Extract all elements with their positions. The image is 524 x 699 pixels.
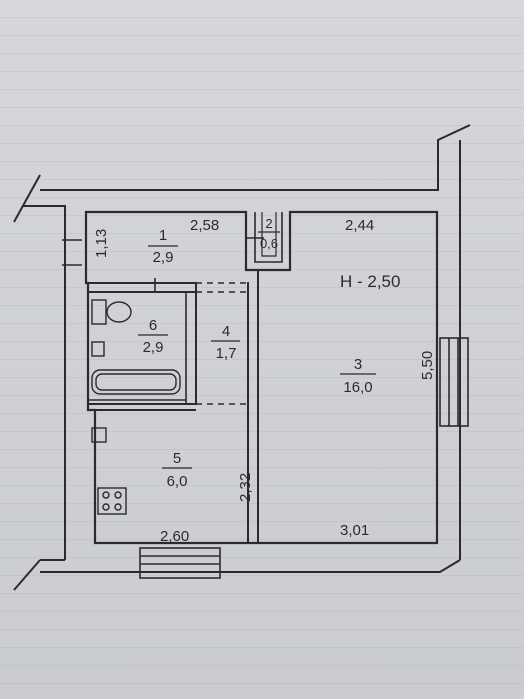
fraction-lines [138,231,376,469]
dimension-kitchen-side: 2,32 [237,473,254,502]
room-6-area: 2,9 [143,339,164,356]
dimension-room3-side: 5,50 [419,351,436,380]
toilet-bowl [106,301,132,323]
dimension-room3-bottom: 3,01 [340,522,369,539]
room-2-number: 2 [265,216,272,231]
room-3-number: 3 [354,356,362,373]
stove-icon [97,487,127,515]
bathtub-outer [91,369,181,395]
bathroom-walls [87,292,197,405]
stair-steps [140,555,220,573]
sink-basin [91,427,107,443]
stair-block [439,337,469,427]
sink-basin [91,341,105,357]
walls [13,124,471,591]
wall-edge [40,124,471,191]
dimension-kitchen-bottom: 2,60 [160,528,189,545]
room-1-number: 1 [159,227,167,244]
closet-walls [254,212,283,263]
dimension-corridor-height: 1,13 [93,229,110,258]
entrance-stairs [139,547,221,579]
stove-body [97,487,127,515]
ceiling-height-label: H - 2,50 [340,272,400,291]
stove-burner [114,491,122,499]
side-stairs [439,337,469,427]
stove-burner [102,503,110,511]
stair-block [139,547,221,579]
bathtub-inner [95,373,177,391]
openings [196,282,248,405]
dimension-corridor-length: 2,58 [190,217,219,234]
bathtub-icon [91,369,181,395]
stove-burner [102,491,110,499]
dimension-room3-top: 2,44 [345,217,374,234]
wall-edge [22,205,66,560]
room-1-area: 2,9 [153,249,174,266]
room-4-area: 1,7 [216,345,237,362]
toilet-tank [91,299,107,325]
wall-edge [13,559,41,591]
closet-walls [261,212,277,257]
stove-burner [114,503,122,511]
wall-edge [246,269,259,292]
sink-icon [91,341,105,357]
kitchen-sink-icon [91,427,107,443]
wall-edge [40,559,461,573]
room-6-number: 6 [149,317,157,334]
stair-steps [448,338,459,426]
wall-edge [86,282,197,292]
room-2-area: 0,6 [260,236,278,251]
room-4-number: 4 [222,323,230,340]
wall-edge [13,174,41,223]
toilet-icon [91,299,132,325]
room-5-area: 6,0 [167,473,188,490]
dimension-ticks [62,237,264,292]
room-3-area: 16,0 [343,379,372,396]
room-5-number: 5 [173,450,181,467]
